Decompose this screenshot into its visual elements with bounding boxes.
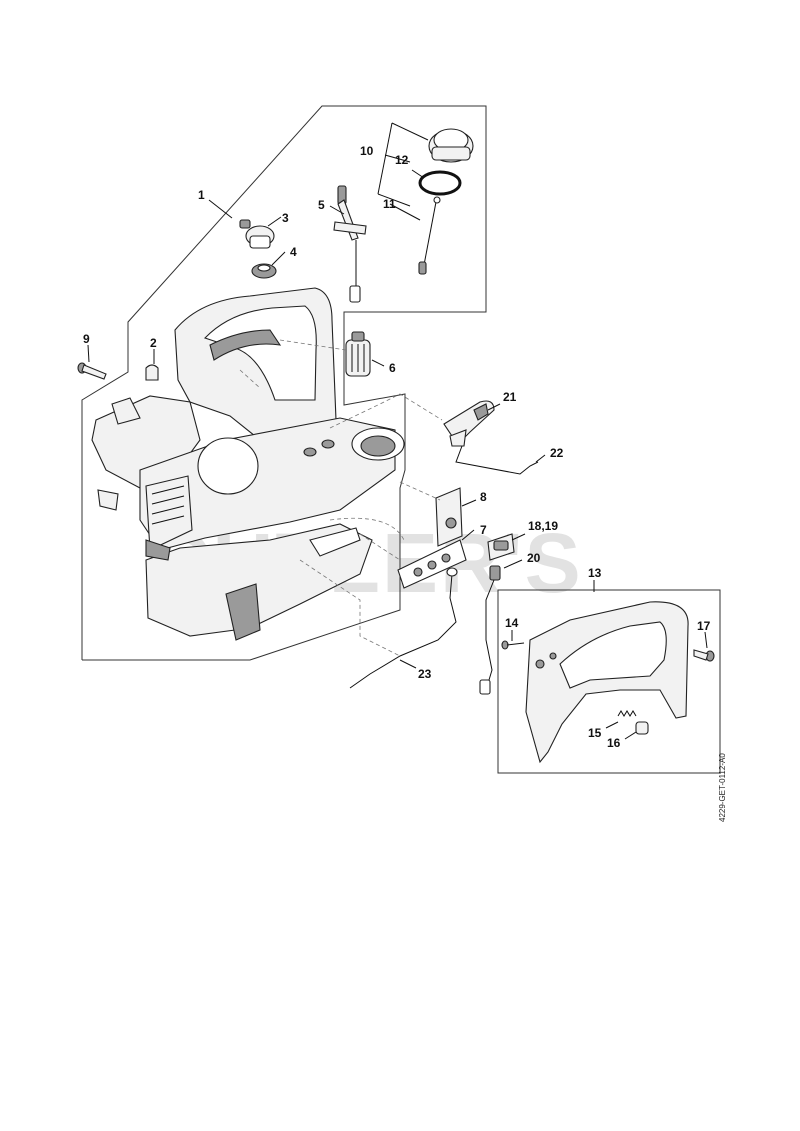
pictogram-label-7 bbox=[397, 539, 467, 589]
callout-17: 17 bbox=[697, 619, 711, 633]
callout-18-19: 18,19 bbox=[528, 519, 558, 533]
callout-labels: 1 2 3 4 5 6 7 8 9 10 11 12 13 14 15 16 1… bbox=[83, 144, 711, 750]
drawing-code: 4229-GET-0112-A0 bbox=[718, 753, 727, 822]
callout-7: 7 bbox=[480, 523, 487, 537]
spring-part bbox=[617, 710, 637, 717]
callout-21: 21 bbox=[503, 390, 517, 404]
callout-1: 1 bbox=[198, 188, 205, 202]
callout-20: 20 bbox=[527, 551, 541, 565]
cap-bracket bbox=[377, 122, 429, 207]
callout-4: 4 bbox=[290, 245, 297, 259]
callout-16: 16 bbox=[607, 736, 621, 750]
fuel-filter-part bbox=[345, 331, 371, 377]
handle-assembly-frame bbox=[497, 589, 721, 774]
callout-9: 9 bbox=[83, 332, 90, 346]
throttle-rod-part bbox=[455, 445, 539, 475]
stop-wire-part bbox=[349, 567, 458, 689]
callout-14: 14 bbox=[505, 616, 519, 630]
blower-housing bbox=[91, 287, 405, 641]
callout-13: 13 bbox=[588, 566, 602, 580]
o-ring-part bbox=[418, 170, 462, 196]
fuel-cap-part bbox=[428, 128, 474, 163]
callout-22: 22 bbox=[550, 446, 564, 460]
wiring-harness-part bbox=[479, 565, 501, 695]
callout-3: 3 bbox=[282, 211, 289, 225]
switch-part bbox=[487, 533, 515, 561]
valve-part bbox=[239, 219, 275, 249]
screw-part-17 bbox=[693, 649, 715, 662]
clip-part-2 bbox=[145, 364, 159, 381]
callout-23: 23 bbox=[418, 667, 432, 681]
assembly-guide-lines bbox=[239, 339, 443, 657]
button-part-16 bbox=[635, 721, 649, 735]
screw-part-14 bbox=[501, 640, 525, 650]
callout-5: 5 bbox=[318, 198, 325, 212]
throttle-trigger-part bbox=[443, 400, 495, 447]
grommet-part bbox=[251, 263, 277, 279]
leader-lines bbox=[87, 169, 708, 740]
fuel-tube-part bbox=[333, 185, 367, 303]
handle-part bbox=[525, 601, 689, 764]
callout-10: 10 bbox=[360, 144, 374, 158]
callout-11: 11 bbox=[383, 197, 396, 211]
pickup-wire-part bbox=[418, 196, 441, 275]
warning-label-8 bbox=[435, 487, 463, 547]
screw-part-9 bbox=[77, 362, 107, 380]
callout-2: 2 bbox=[150, 336, 157, 350]
callout-8: 8 bbox=[480, 490, 487, 504]
callout-12: 12 bbox=[395, 153, 409, 167]
callout-15: 15 bbox=[588, 726, 602, 740]
callout-6: 6 bbox=[389, 361, 396, 375]
